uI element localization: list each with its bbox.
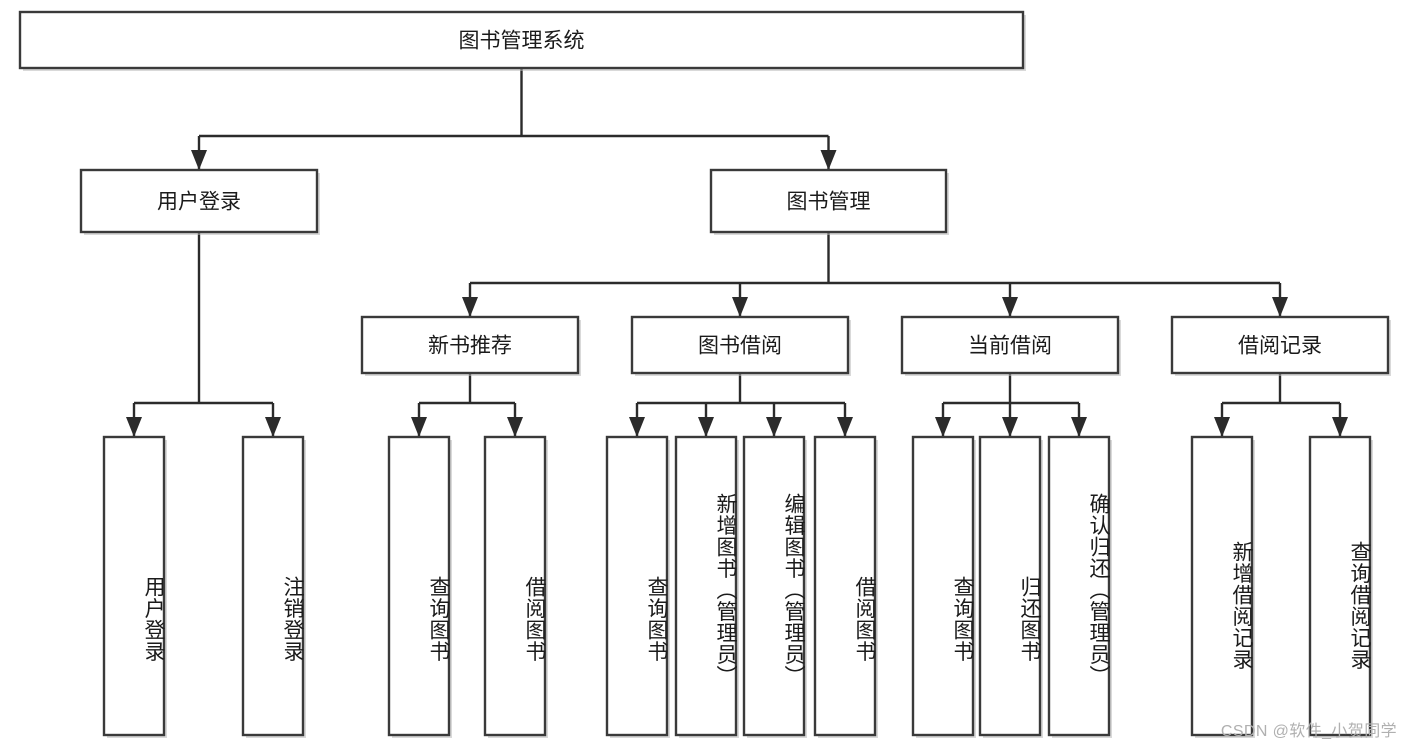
node-box-new-book-recommend[interactable]	[360, 315, 580, 375]
node-box-leaf-user-login[interactable]	[102, 435, 166, 737]
node-label-user-login: 用户登录	[157, 191, 241, 214]
node-label-borrow-record: 借阅记录	[1238, 335, 1322, 358]
arrow-head	[1002, 297, 1018, 317]
node-box-leaf-query-book-3[interactable]	[911, 435, 975, 737]
arrow-head	[126, 417, 142, 437]
node-box-leaf-add-book-admin[interactable]	[674, 435, 738, 737]
node-box-leaf-query-book-2[interactable]	[605, 435, 669, 737]
node-box-borrow-record[interactable]	[1170, 315, 1390, 375]
node-label-current-borrow: 当前借阅	[968, 335, 1052, 358]
node-label-root: 图书管理系统	[459, 30, 585, 53]
edge-group-current-borrow	[935, 373, 1087, 437]
arrow-head	[1071, 417, 1087, 437]
arrow-head	[732, 297, 748, 317]
arrow-head	[265, 417, 281, 437]
node-box-book-borrow[interactable]	[630, 315, 850, 375]
arrow-head	[629, 417, 645, 437]
node-label-book-management: 图书管理	[787, 191, 871, 214]
node-box-user-login[interactable]	[79, 168, 319, 234]
edge-group-new-book-recommend	[411, 373, 523, 437]
edge-group-borrow-record	[1214, 373, 1348, 437]
edge-layer	[126, 68, 1348, 437]
node-box-leaf-query-book-1[interactable]	[387, 435, 451, 737]
arrow-head	[698, 417, 714, 437]
arrow-head	[766, 417, 782, 437]
watermark: CSDN @软件_小贺同学	[1220, 723, 1397, 740]
node-box-leaf-borrow-book-1[interactable]	[483, 435, 547, 737]
node-box-leaf-return-book[interactable]	[978, 435, 1042, 737]
node-label-new-book-recommend: 新书推荐	[428, 335, 512, 358]
node-box-leaf-query-record[interactable]	[1308, 435, 1372, 737]
node-box-leaf-edit-book-admin[interactable]	[742, 435, 806, 737]
edge-group-book-borrow	[629, 373, 853, 437]
edge-group-root	[191, 68, 837, 170]
arrow-head	[935, 417, 951, 437]
arrow-head	[820, 150, 837, 170]
arrow-head	[507, 417, 523, 437]
edge-group-user-login	[126, 232, 281, 437]
arrow-head	[411, 417, 427, 437]
node-box-leaf-logout[interactable]	[241, 435, 305, 737]
arrow-head	[462, 297, 478, 317]
box-layer	[18, 10, 1391, 738]
node-box-leaf-add-record[interactable]	[1190, 435, 1254, 737]
edge-group-book-management	[462, 232, 1288, 317]
node-box-leaf-borrow-book-2[interactable]	[813, 435, 877, 737]
node-box-root[interactable]	[18, 10, 1025, 70]
arrow-head	[1214, 417, 1230, 437]
node-box-leaf-confirm-return-admin[interactable]	[1047, 435, 1111, 737]
node-label-book-borrow: 图书借阅	[698, 335, 782, 358]
arrow-head	[191, 150, 207, 170]
node-box-book-management[interactable]	[709, 168, 948, 234]
arrow-head	[1332, 417, 1348, 437]
arrow-head	[1272, 297, 1288, 317]
arrow-head	[1002, 417, 1018, 437]
node-box-current-borrow[interactable]	[900, 315, 1120, 375]
arrow-head	[837, 417, 853, 437]
